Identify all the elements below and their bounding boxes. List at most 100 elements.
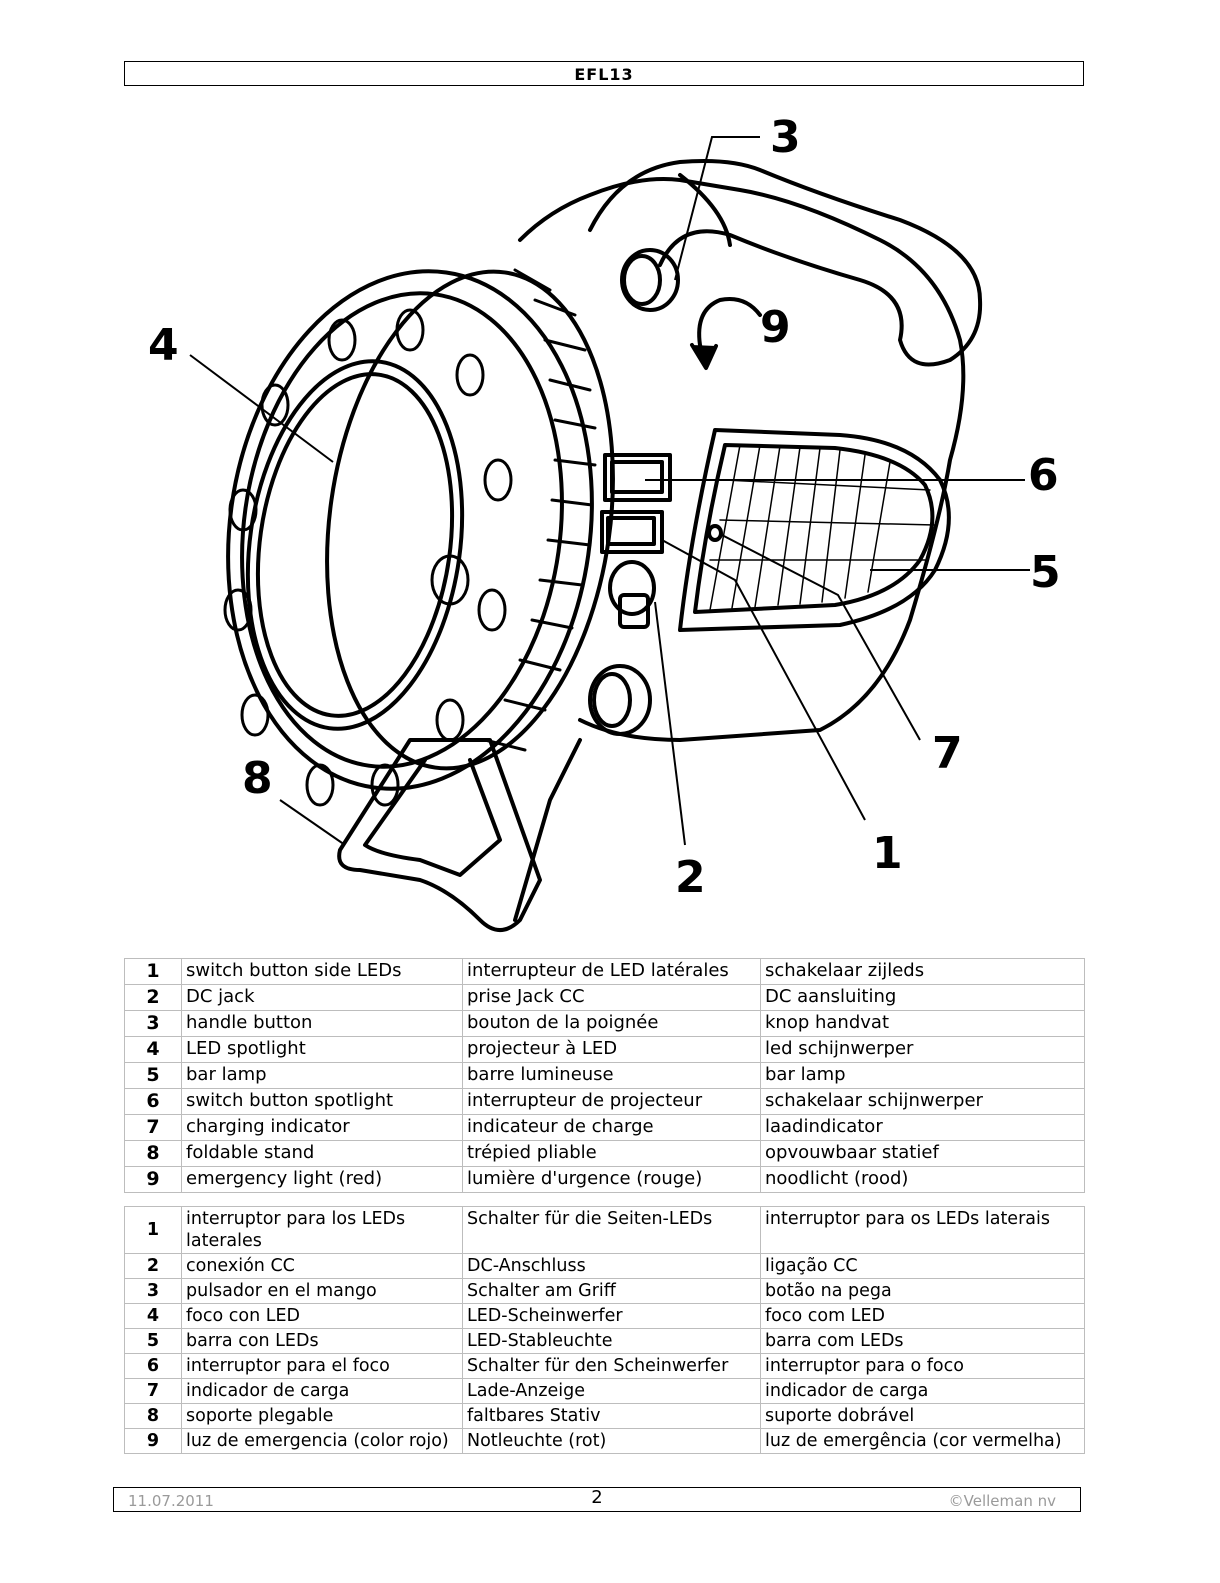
cell-nl: DC aansluiting [760,984,1085,1011]
lamp-body-shape [518,177,966,742]
row-number: 7 [124,1114,182,1141]
footer-date: 11.07.2011 [128,1492,214,1510]
cell-pt: barra com LEDs [760,1328,1085,1354]
cell-es: pulsador en el mango [181,1278,463,1304]
cell-nl: led schijnwerper [760,1036,1085,1063]
cell-nl: schakelaar schijnwerper [760,1088,1085,1115]
footer-box: 11.07.2011 2 ©Velleman nv [113,1487,1081,1512]
product-diagram: 3 4 9 6 5 7 8 1 2 [120,100,1100,950]
callout-7: 7 [932,728,963,779]
cell-de: Lade-Anzeige [462,1378,761,1404]
cell-es: barra con LEDs [181,1328,463,1354]
cell-pt: indicador de carga [760,1378,1085,1404]
cell-de: Schalter für die Seiten-LEDs [462,1206,761,1254]
side-led-switch-shape [600,510,664,554]
cell-en: switch button side LEDs [181,958,463,985]
callout-4: 4 [148,320,179,371]
cell-pt: interruptor para o foco [760,1353,1085,1379]
cell-fr: barre lumineuse [462,1062,761,1089]
foldable-stand-shape [337,738,542,932]
emergency-light-arrow [697,297,762,364]
spotlight-switch-shape [603,453,672,502]
callout-9: 9 [760,302,791,353]
cell-de: DC-Anschluss [462,1253,761,1279]
cell-en: DC jack [181,984,463,1011]
cell-es: foco con LED [181,1303,463,1329]
row-number: 4 [124,1036,182,1063]
cell-es: soporte plegable [181,1403,463,1429]
row-number: 5 [124,1062,182,1089]
cell-fr: projecteur à LED [462,1036,761,1063]
footer-copyright: ©Velleman nv [948,1492,1056,1510]
cell-de: LED-Stableuchte [462,1328,761,1354]
cell-es: interruptor para el foco [181,1353,463,1379]
cell-es: luz de emergencia (color rojo) [181,1428,463,1454]
cell-nl: schakelaar zijleds [760,958,1085,985]
cell-en: handle button [181,1010,463,1037]
cell-nl: knop handvat [760,1010,1085,1037]
bar-lamp-shape [678,428,951,632]
callout-2: 2 [675,852,706,903]
cell-de: LED-Scheinwerfer [462,1303,761,1329]
row-number: 3 [124,1010,182,1037]
cell-fr: prise Jack CC [462,984,761,1011]
row-number: 7 [124,1378,182,1404]
cell-pt: luz de emergência (cor vermelha) [760,1428,1085,1454]
row-number: 2 [124,1253,182,1279]
cell-nl: laadindicator [760,1114,1085,1141]
cell-fr: interrupteur de LED latérales [462,958,761,985]
cell-nl: noodlicht (rood) [760,1166,1085,1193]
handle-shape [588,159,983,367]
row-number: 4 [124,1303,182,1329]
cell-fr: indicateur de charge [462,1114,761,1141]
cell-pt: ligação CC [760,1253,1085,1279]
row-number: 1 [124,958,182,985]
row-number: 9 [124,1166,182,1193]
callout-1: 1 [872,828,903,879]
cell-fr: trépied pliable [462,1140,761,1167]
page-title: EFL13 [574,65,634,84]
cell-en: charging indicator [181,1114,463,1141]
page-number: 2 [591,1487,603,1508]
callout-3: 3 [770,112,801,163]
cell-nl: opvouwbaar statief [760,1140,1085,1167]
row-number: 3 [124,1278,182,1304]
cell-de: Schalter für den Scheinwerfer [462,1353,761,1379]
cell-de: Notleuchte (rot) [462,1428,761,1454]
callout-6: 6 [1028,450,1059,501]
row-number: 9 [124,1428,182,1454]
cell-pt: interruptor para os LEDs laterais [760,1206,1085,1254]
cell-es: indicador de carga [181,1378,463,1404]
cell-en: emergency light (red) [181,1166,463,1193]
cell-en: foldable stand [181,1140,463,1167]
cell-fr: lumière d'urgence (rouge) [462,1166,761,1193]
cell-en: switch button spotlight [181,1088,463,1115]
callout-5: 5 [1030,547,1061,598]
row-number: 5 [124,1328,182,1354]
cell-pt: foco com LED [760,1303,1085,1329]
row-number: 8 [124,1403,182,1429]
cell-fr: interrupteur de projecteur [462,1088,761,1115]
header-box: EFL13 [124,61,1084,86]
cell-es: interruptor para los LEDs laterales [181,1206,463,1254]
cell-es: conexión CC [181,1253,463,1279]
cell-pt: suporte dobrável [760,1403,1085,1429]
